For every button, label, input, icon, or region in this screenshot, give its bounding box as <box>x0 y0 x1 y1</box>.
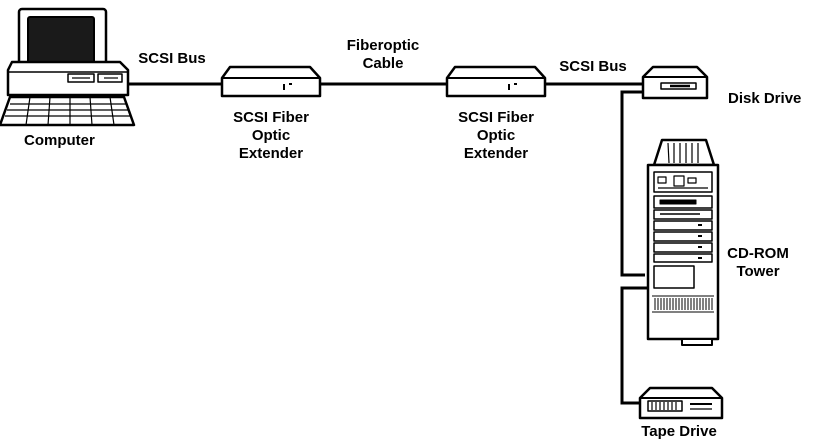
extender-right-label-line-3: Extender <box>464 145 528 162</box>
extender-left-label-line-2: Optic <box>252 127 290 144</box>
extender-right-label: SCSI Fiber Optic Extender <box>458 109 534 162</box>
cables <box>120 84 655 403</box>
fiberoptic-cable-label-line-2: Cable <box>363 55 404 72</box>
extender-left-label-line-1: SCSI Fiber <box>233 109 309 126</box>
cdrom-tower-label-line-2: Tower <box>736 263 779 280</box>
scsi-bus-left-label: SCSI Bus <box>138 50 206 67</box>
daisy-chain-cable-disk-to-tower <box>622 92 651 275</box>
computer-icon <box>0 9 134 125</box>
cdrom-tower-icon <box>648 140 718 345</box>
disk-drive-icon <box>643 67 707 98</box>
extender-left-icon <box>222 67 320 96</box>
tape-drive-icon <box>640 388 722 418</box>
extender-right-icon <box>447 67 545 96</box>
extender-right-label-line-2: Optic <box>477 127 515 144</box>
fiberoptic-cable-label: Fiberoptic Cable <box>347 37 420 72</box>
fiberoptic-cable-label-line-1: Fiberoptic <box>347 37 420 54</box>
extender-left-label-line-3: Extender <box>239 145 303 162</box>
disk-drive-label: Disk Drive <box>728 90 801 107</box>
extender-left-label: SCSI Fiber Optic Extender <box>233 109 309 162</box>
cdrom-tower-label-line-1: CD-ROM <box>727 245 789 262</box>
tape-drive-label: Tape Drive <box>641 423 717 440</box>
scsi-bus-right-label: SCSI Bus <box>559 58 627 75</box>
computer-label: Computer <box>24 132 95 149</box>
cdrom-tower-label: CD-ROM Tower <box>727 245 789 280</box>
extender-right-label-line-1: SCSI Fiber <box>458 109 534 126</box>
